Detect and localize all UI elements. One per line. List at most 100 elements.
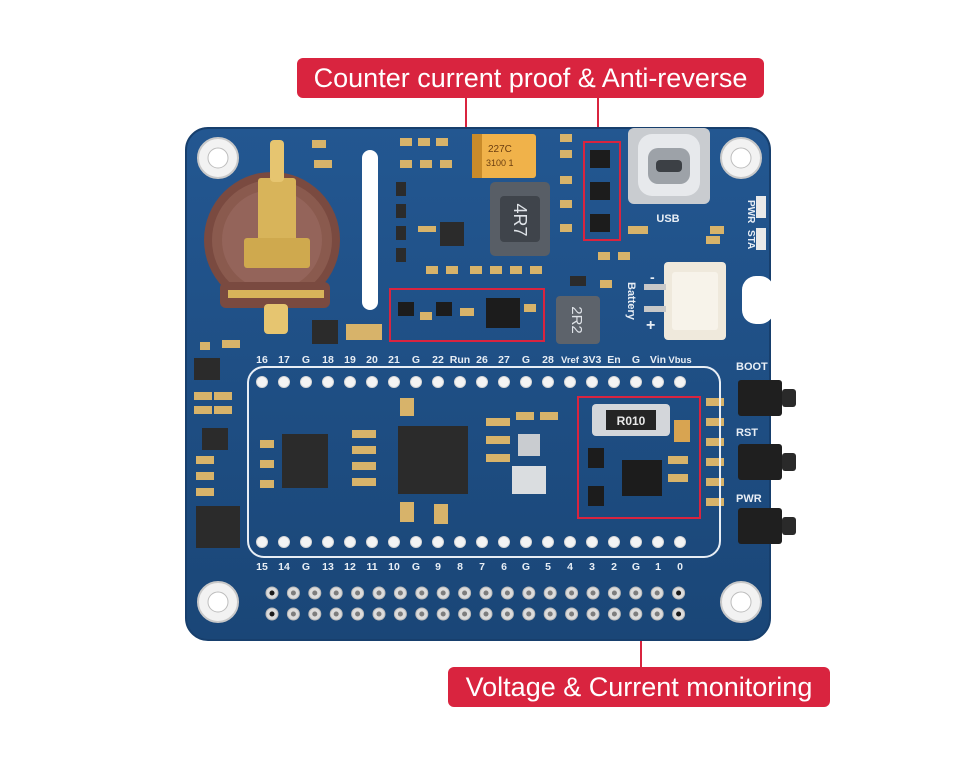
gpio-pin-hole — [376, 611, 382, 617]
header-pin-bottom — [454, 536, 466, 548]
header-pin-top — [432, 376, 444, 388]
pin-label-bottom: 9 — [435, 561, 441, 573]
shunt-resistor-label: R010 — [617, 414, 646, 428]
capacitor-marking-2: 3100 1 — [486, 158, 514, 168]
pin-label-bottom: 6 — [501, 561, 507, 573]
led-label-pwr: PWR — [745, 200, 756, 224]
pin-label-top: 19 — [344, 354, 356, 366]
inductor-small-label: 2R2 — [568, 306, 585, 334]
callout-protection: Counter current proof & Anti-reverse — [297, 58, 764, 98]
header-pin-top — [322, 376, 334, 388]
header-outline — [247, 366, 721, 558]
gpio-pin-hole — [633, 611, 639, 617]
pin-label-top: G — [302, 354, 310, 366]
header-pin-bottom — [586, 536, 598, 548]
gpio-pin-hole — [269, 611, 275, 617]
pin-label-top: Run — [450, 354, 470, 366]
gpio-pin-hole — [397, 611, 403, 617]
gpio-pin-hole — [569, 590, 575, 596]
rst-button — [738, 444, 782, 480]
pin-label-bottom: 10 — [388, 561, 400, 573]
pin-label-bottom: 8 — [457, 561, 463, 573]
pin-label-top: Vref — [561, 355, 580, 366]
gpio-pin-hole — [376, 590, 382, 596]
header-pin-top — [476, 376, 488, 388]
gpio-pin-hole — [462, 590, 468, 596]
header-pin-top — [564, 376, 576, 388]
gpio-pin-hole — [290, 590, 296, 596]
header-pin-bottom — [388, 536, 400, 548]
battery-plus-label: + — [646, 317, 655, 334]
header-pin-top — [278, 376, 290, 388]
header-pin-top — [388, 376, 400, 388]
pin-label-bottom: 3 — [589, 561, 595, 573]
gpio-pin-hole — [483, 590, 489, 596]
inductor-large-label: 4R7 — [510, 203, 530, 236]
gpio-pin-hole — [483, 611, 489, 617]
header-pin-bottom — [300, 536, 312, 548]
smd-components — [194, 134, 724, 548]
gpio-pin-hole — [312, 590, 318, 596]
gpio-pin-hole — [504, 611, 510, 617]
header-pin-bottom — [542, 536, 554, 548]
coin-cell-holder — [204, 140, 340, 334]
pin-label-top: 20 — [366, 354, 378, 366]
protection-circuit-middle — [389, 288, 545, 342]
header-pin-top — [366, 376, 378, 388]
header-pin-bottom — [256, 536, 268, 548]
pin-label-top: 28 — [542, 354, 554, 366]
pin-label-bottom: G — [632, 561, 640, 573]
header-pin-bottom — [278, 536, 290, 548]
button-label-boot: BOOT — [736, 361, 768, 373]
led-sta — [756, 228, 766, 250]
gpio-pin-hole — [355, 590, 361, 596]
header-pin-top — [498, 376, 510, 388]
gpio-pin-hole — [290, 611, 296, 617]
header-pin-top — [454, 376, 466, 388]
gpio-pin-hole — [611, 590, 617, 596]
header-pin-bottom — [476, 536, 488, 548]
gpio-pin-hole — [590, 611, 596, 617]
pin-label-bottom: 12 — [344, 561, 356, 573]
header-pin-top — [586, 376, 598, 388]
gpio-pin-hole — [547, 590, 553, 596]
gpio-pin-hole — [590, 590, 596, 596]
inductor-small: 2R2 — [556, 296, 600, 344]
pin-label-bottom: 11 — [366, 561, 377, 573]
pin-label-top: 3V3 — [583, 354, 602, 366]
header-pins-bottom — [256, 536, 686, 548]
gpio-pin-hole — [676, 590, 682, 596]
mounting-holes — [197, 137, 762, 623]
protection-circuit-top — [583, 141, 621, 241]
pin-label-bottom: 2 — [611, 561, 617, 573]
gpio-pin-hole — [611, 611, 617, 617]
gpio-pin-hole — [355, 611, 361, 617]
gpio-pin-hole — [654, 590, 660, 596]
pin-label-top: 26 — [476, 354, 488, 366]
header-pin-top — [674, 376, 686, 388]
header-pin-top — [344, 376, 356, 388]
pin-label-top: Vin — [650, 354, 666, 366]
pin-label-bottom: 13 — [322, 561, 334, 573]
gpio-header-40pin — [265, 586, 686, 621]
pin-label-bottom: 14 — [278, 561, 290, 573]
pin-label-top: 21 — [388, 354, 400, 366]
header-pin-top — [630, 376, 642, 388]
led-label-sta: STA — [745, 230, 756, 249]
pin-label-bottom: 5 — [545, 561, 551, 573]
header-pin-bottom — [344, 536, 356, 548]
header-pin-top — [300, 376, 312, 388]
header-pin-bottom — [498, 536, 510, 548]
header-pin-top — [256, 376, 268, 388]
gpio-pin-hole — [654, 611, 660, 617]
pin-label-bottom: 1 — [655, 561, 661, 573]
header-pin-bottom — [630, 536, 642, 548]
gpio-pin-hole — [676, 611, 682, 617]
gpio-pin-hole — [333, 590, 339, 596]
pin-label-top: 16 — [256, 354, 268, 366]
pin-label-bottom: 15 — [256, 561, 268, 573]
gpio-pin-hole — [440, 611, 446, 617]
header-pin-bottom — [564, 536, 576, 548]
